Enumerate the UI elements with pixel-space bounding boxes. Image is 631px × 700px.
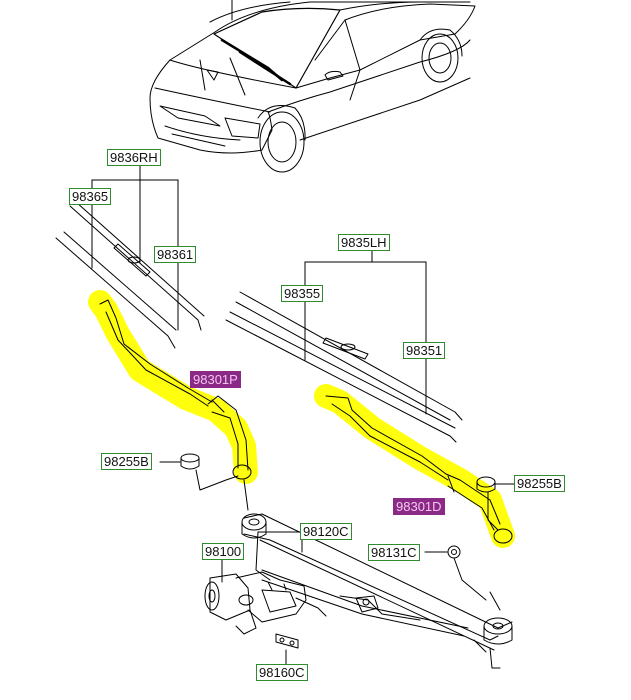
lh-blade-assembly: [225, 249, 463, 443]
label-9835lh: 9835LH: [338, 234, 390, 251]
label-98255b-right: 98255B: [514, 475, 565, 492]
label-98361: 98361: [154, 246, 197, 263]
label-98351: 98351: [403, 342, 446, 359]
label-98131c: 98131C: [368, 544, 420, 561]
label-98100: 98100: [202, 543, 245, 560]
label-98255b-left: 98255B: [101, 453, 152, 470]
caps-and-fasteners: [159, 453, 515, 611]
car-illustration: [149, 0, 476, 173]
wiper-motor: [204, 559, 327, 665]
linkage-assembly: [241, 479, 513, 669]
label-98365: 98365: [69, 188, 112, 205]
label-98301p: 98301P: [190, 371, 241, 388]
wiper-arms: [88, 290, 515, 548]
label-98160c: 98160C: [256, 664, 308, 681]
label-9836rh: 9836RH: [107, 149, 161, 166]
label-98355: 98355: [281, 285, 324, 302]
label-98120c: 98120C: [300, 523, 352, 540]
label-98301d: 98301D: [393, 498, 445, 515]
